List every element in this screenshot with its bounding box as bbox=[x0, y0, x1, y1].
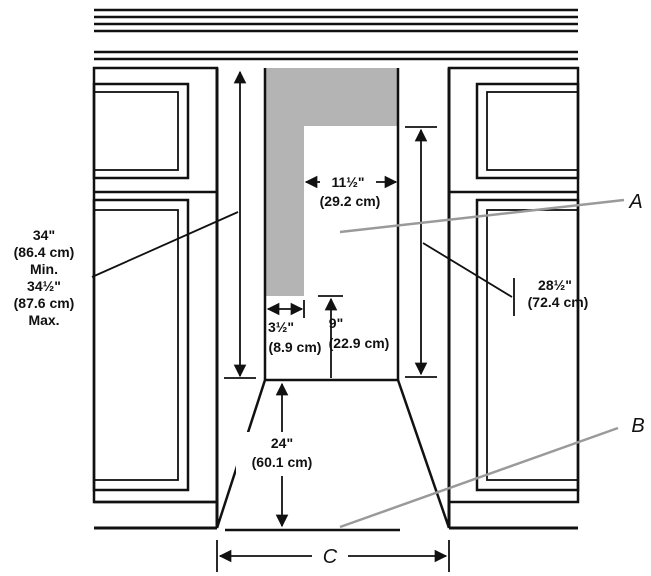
height-label-3: Min. bbox=[30, 261, 58, 277]
rise-label-in: 9" bbox=[329, 315, 343, 331]
upper-label-cm: (72.4 cm) bbox=[528, 294, 589, 310]
dimension-rise: 9" (22.9 cm) bbox=[318, 295, 390, 378]
height-label-2: (86.4 cm) bbox=[14, 244, 75, 260]
width-label-in: 11½" bbox=[331, 174, 364, 190]
side-label-cm: (8.9 cm) bbox=[269, 339, 322, 355]
dishwasher-opening bbox=[215, 68, 451, 532]
height-label-6: Max. bbox=[28, 312, 59, 328]
dimension-depth: 24" (60.1 cm) bbox=[236, 382, 316, 528]
width-label-cm: (29.2 cm) bbox=[320, 193, 381, 209]
callout-b: B bbox=[339, 415, 645, 529]
left-cabinet bbox=[92, 66, 219, 530]
dimension-upper: 28½" (72.4 cm) bbox=[405, 126, 589, 378]
dimension-c: C bbox=[216, 540, 450, 572]
height-label-5: (87.6 cm) bbox=[14, 295, 75, 311]
depth-label-cm: (60.1 cm) bbox=[252, 454, 313, 470]
dimension-width: 11½" (29.2 cm) bbox=[304, 173, 398, 209]
shaded-area bbox=[265, 68, 398, 126]
dimension-side: 3½" (8.9 cm) bbox=[266, 300, 322, 355]
upper-label-in: 28½" bbox=[538, 277, 572, 293]
height-label-1: 34" bbox=[33, 227, 55, 243]
label-c: C bbox=[323, 546, 338, 568]
countertop bbox=[94, 8, 578, 61]
dimension-height: 34" (86.4 cm) Min. 34½" (87.6 cm) Max. bbox=[14, 70, 256, 379]
depth-label-in: 24" bbox=[271, 435, 293, 451]
label-b: B bbox=[631, 415, 644, 437]
callout-a: A bbox=[339, 191, 643, 234]
right-cabinet bbox=[447, 66, 580, 530]
label-a: A bbox=[628, 191, 642, 213]
rise-label-cm: (22.9 cm) bbox=[329, 335, 390, 351]
height-label-4: 34½" bbox=[27, 278, 61, 294]
side-label-in: 3½" bbox=[268, 319, 294, 335]
